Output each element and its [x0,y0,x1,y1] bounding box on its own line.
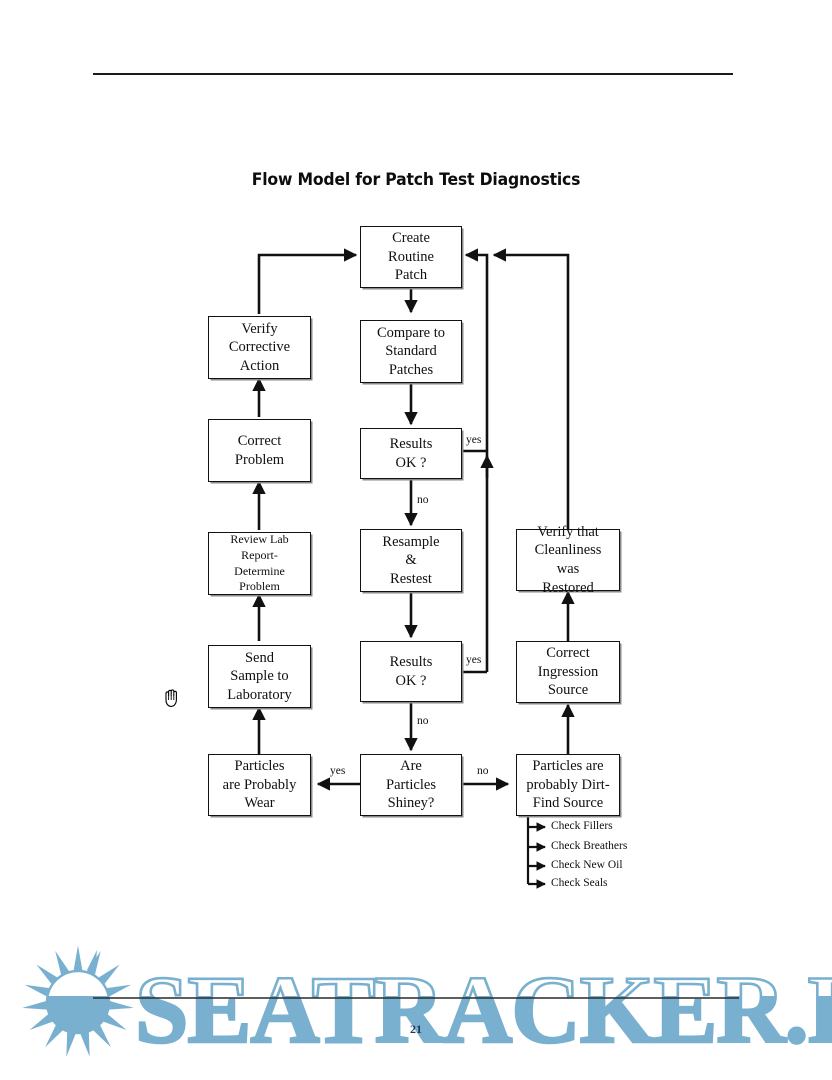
edge-label-no-results-ok-first: no [417,494,429,506]
node-line: Shiney? [387,795,435,812]
node-line: Laboratory [227,686,292,703]
node-line: Are [400,758,422,775]
node-line: Resample [382,533,440,550]
node-line: Problem [234,451,285,468]
node-line: OK ? [395,672,427,689]
node-line: Particles are [532,758,604,775]
node-line: Correct [546,645,590,662]
node-line: Patches [388,361,434,378]
node-line: probably Dirt- [526,776,610,793]
checklist-item-check-fillers: Check Fillers [551,820,613,832]
edge-label-yes-results-ok-second: yes [466,654,482,666]
svg-text:SEATRACKER.RU: SEATRACKER.RU [135,956,832,1063]
node-line: Verify [241,320,278,337]
edge-label-yes-results-ok-first: yes [466,434,482,446]
node-line: Wear [244,795,275,812]
page-title: Flow Model for Patch Test Diagnostics [251,170,581,190]
flowchart-diagram: Resample --> Are Particles Shiney --> Pa… [208,226,628,889]
node-line: Report- Determine [234,547,285,578]
node-line: Results [389,435,433,452]
node-line: OK ? [395,454,427,471]
node-correct-ingression-source[interactable]: Correct Ingression Source [516,641,620,703]
node-particles-are-probably-wear[interactable]: Particles are Probably Wear [208,754,311,816]
node-send-sample-to-laboratory[interactable]: Send Sample to Laboratory [208,645,311,708]
header-divider [93,73,733,75]
page-number: 21 [410,1022,422,1036]
node-line: Corrective [228,339,291,356]
edge-label-yes-shiney: yes [330,765,346,777]
checklist-item-check-new-oil: Check New Oil [551,859,623,871]
node-line: Sample to [230,668,289,685]
node-verify-cleanliness-restored[interactable]: Verify that Cleanliness was Restored [516,524,620,596]
node-resample-restest[interactable]: Resample & Restest [360,529,462,592]
svg-text:SEATRACKER.RU: SEATRACKER.RU [135,956,832,1063]
checklist-item-check-seals: Check Seals [551,877,608,889]
node-particles-probably-dirt[interactable]: Particles are probably Dirt- Find Source [516,754,620,816]
watermark-text: SEATRACKER.RU SEATRACKER.RU [134,955,832,1065]
flowchart-connectors: Resample --> Are Particles Shiney --> Pa… [252,248,575,889]
node-are-particles-shiney[interactable]: Are Particles Shiney? [360,754,462,816]
node-results-ok-first[interactable]: Results OK ? [360,428,462,479]
edge-label-no-results-ok-second: no [417,715,429,727]
grab-hand-cursor [162,687,182,709]
node-line: Restored [542,579,594,596]
node-verify-corrective-action[interactable]: Verify Corrective Action [208,316,311,379]
node-line: Cleanliness was [534,542,602,577]
node-line: are Probably [222,776,297,793]
node-line: Correct [237,432,282,449]
node-create-routine-patch[interactable]: Create Routine Patch [360,226,462,288]
node-line: Particles [386,776,436,793]
node-line: Results [389,653,433,670]
node-line: Find Source [532,795,604,812]
node-line: Source [547,682,589,699]
node-results-ok-second[interactable]: Results OK ? [360,641,462,702]
node-line: Create [392,230,430,247]
node-line: Review Lab [230,532,289,547]
node-line: Particles [234,758,285,775]
node-line: Problem [239,579,280,594]
node-correct-problem[interactable]: Correct Problem [208,419,311,482]
checklist-item-check-breathers: Check Breathers [551,840,628,852]
node-line: & [405,552,417,569]
node-line: Patch [394,267,428,284]
node-line: Standard [385,343,437,360]
node-line: Action [239,357,280,374]
edge-label-no-shiney: no [477,765,489,777]
node-review-lab-report[interactable]: Review Lab Report- Determine Problem [208,532,311,595]
node-line: Ingression [537,663,599,680]
node-line: Verify that [537,523,599,540]
node-compare-to-standard-patches[interactable]: Compare to Standard Patches [360,320,462,383]
node-line: Send [244,649,274,666]
sun-icon [22,946,134,1057]
node-line: Compare to [376,324,446,341]
node-line: Restest [390,570,432,587]
node-line: Routine [388,248,434,265]
watermark: SEATRACKER.RU SEATRACKER.RU [0,938,832,1066]
